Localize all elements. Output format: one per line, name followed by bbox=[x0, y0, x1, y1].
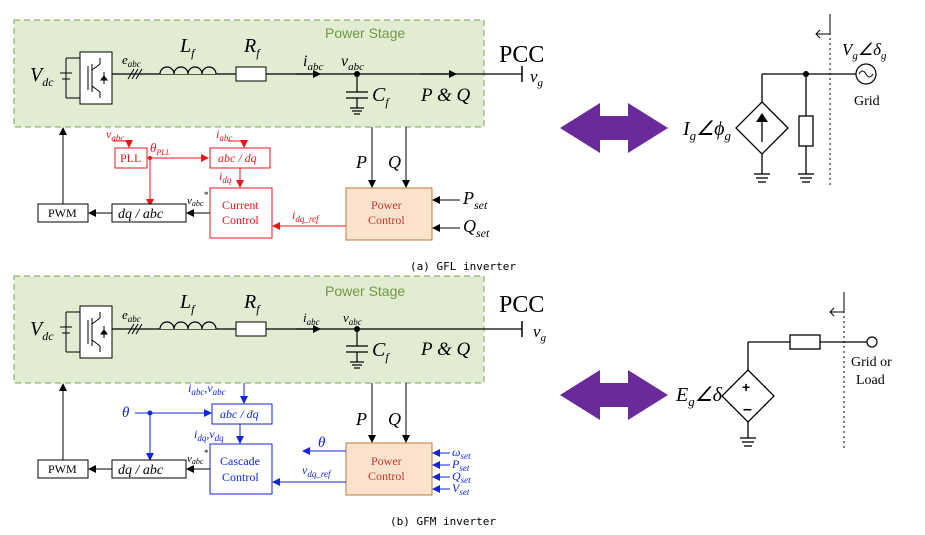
gfl-pset-label: Pset bbox=[462, 188, 488, 212]
gfm-vg-label: vg bbox=[533, 322, 547, 344]
gfl-abcdq-input-label: iabc bbox=[216, 127, 232, 143]
gfl-vabc-label: vabc bbox=[341, 53, 364, 73]
gfm-q-label: Q bbox=[388, 409, 401, 429]
gfm-load-label: Load bbox=[856, 373, 885, 388]
gfm-pwm-label: PWM bbox=[48, 462, 77, 476]
gfm-power-control-line1: Power bbox=[371, 454, 402, 468]
gfl-theta-pll-label: θPLL bbox=[150, 140, 171, 157]
gfm-vdc-label: Vdc bbox=[30, 318, 54, 343]
gfl-resistor bbox=[235, 66, 267, 82]
gfl-pwm-label: PWM bbox=[48, 206, 77, 220]
gfm-pcc-label: PCC bbox=[499, 292, 544, 318]
gfl-grid-voltage-label: Vg∠δg bbox=[842, 40, 887, 62]
gfm-cascade-control-line1: Cascade bbox=[220, 454, 260, 468]
gfl-rf-label: Rf bbox=[243, 35, 261, 60]
gfm-idq-vdq-label: idq,vdq bbox=[194, 427, 224, 443]
gfl-lf-label: Lf bbox=[179, 35, 196, 60]
gfl-vabc-star-label: vabc* bbox=[187, 190, 208, 208]
svg-text:–: – bbox=[743, 401, 752, 418]
gfl-idq-ref-label: idq_ref bbox=[292, 208, 320, 224]
gfm-p-label: P bbox=[355, 409, 367, 429]
gfl-power-control-line2: Control bbox=[368, 213, 405, 227]
gfm-power-stage-label: Power Stage bbox=[325, 283, 405, 299]
gfl-power-control-line1: Power bbox=[371, 198, 402, 212]
gfl-inductor bbox=[159, 66, 217, 75]
gfl-q-label: Q bbox=[388, 152, 401, 172]
gfm-power-control-block bbox=[345, 442, 433, 496]
gfm-caption: (b) GFM inverter bbox=[390, 515, 496, 528]
gfl-double-arrow-icon bbox=[560, 103, 668, 153]
gfm-capacitor bbox=[346, 329, 368, 369]
gfl-current-control-line2: Control bbox=[222, 213, 259, 227]
gfl-iabc-label: iabc bbox=[303, 53, 323, 73]
gfm-inverter-switch-icon bbox=[79, 305, 113, 359]
gfl-dqabc-label: dq / abc bbox=[118, 207, 164, 222]
gfm-qset-label: Qset bbox=[452, 469, 471, 485]
gfm-equivalent-circuit: Eg∠δ + – Grid or Load bbox=[560, 292, 892, 450]
gfm-pq-label: P & Q bbox=[420, 339, 471, 360]
gfl-equivalent-circuit: Ig∠ϕg Vg∠δg Grid bbox=[560, 14, 887, 186]
gfm-abcdq-block bbox=[211, 403, 273, 425]
gfm-grid-terminal-icon bbox=[866, 336, 878, 348]
gfl-capacitor bbox=[346, 74, 368, 115]
gfl-pll-input-label: vabc bbox=[106, 127, 124, 143]
gfl-pcc-label: PCC bbox=[499, 42, 544, 68]
gfl-pq-label: P & Q bbox=[420, 85, 471, 106]
gfl-diagram: Power Stage Vdc bbox=[13, 19, 544, 273]
gfl-pcc-marker-icon bbox=[816, 14, 831, 35]
gfl-inverter-switch-icon bbox=[79, 51, 113, 105]
gfm-rf-label: Rf bbox=[243, 291, 261, 316]
gfm-power-control-line2: Control bbox=[368, 469, 405, 483]
gfm-theta-out-label: θ bbox=[318, 435, 326, 451]
gfl-vg-label: vg bbox=[530, 67, 544, 89]
gfl-eabc-label: eabc bbox=[122, 52, 141, 69]
gfm-inductor bbox=[159, 321, 217, 330]
gfm-abcdq-label: abc / dq bbox=[220, 407, 259, 421]
gfm-double-arrow-icon bbox=[560, 370, 668, 420]
gfl-grid-label: Grid bbox=[854, 94, 880, 109]
gfl-pll-label: PLL bbox=[120, 151, 141, 165]
gfm-pset-label: Pset bbox=[451, 457, 470, 473]
gfm-dc-source bbox=[60, 311, 80, 353]
gfm-theta-label: θ bbox=[122, 405, 130, 421]
gfm-omega-set-label: ωset bbox=[452, 445, 471, 461]
gfm-abcdq-input-label: iabc,vabc bbox=[188, 381, 226, 397]
gfl-power-control-block bbox=[345, 187, 433, 241]
gfl-vdc-label: Vdc bbox=[30, 64, 54, 89]
gfl-current-control-line1: Current bbox=[222, 198, 259, 212]
gfm-lf-label: Lf bbox=[179, 291, 196, 316]
gfm-eabc-label: eabc bbox=[122, 307, 141, 324]
gfl-dc-source bbox=[60, 57, 80, 99]
gfm-cf-label: Cf bbox=[372, 339, 390, 364]
gfm-iabc-label: iabc bbox=[303, 310, 320, 327]
svg-text:+: + bbox=[742, 379, 750, 395]
gfm-voltage-source-label: Eg∠δ bbox=[675, 384, 723, 409]
gfm-pcc-marker-icon bbox=[830, 292, 845, 313]
gfl-three-phase-mark bbox=[127, 68, 143, 80]
gfl-qset-label: Qset bbox=[463, 216, 490, 240]
gfl-power-stage-label: Power Stage bbox=[325, 25, 405, 41]
gfm-vabc-label: vabc bbox=[343, 310, 362, 327]
gfl-p-label: P bbox=[355, 152, 367, 172]
gfl-caption: (a) GFL inverter bbox=[410, 260, 516, 273]
gfm-grid-or-label: Grid or bbox=[851, 355, 892, 370]
gfl-idq-label: idq bbox=[219, 169, 232, 185]
gfm-vdq-ref-label: vdq_ref bbox=[302, 463, 332, 479]
gfl-abcdq-label: abc / dq bbox=[218, 151, 257, 165]
gfm-cascade-control-line2: Control bbox=[222, 470, 259, 484]
gfm-vabc-star-label: vabc* bbox=[187, 448, 208, 466]
gfm-vset-label: Vset bbox=[452, 481, 470, 497]
gfm-diagram: Power Stage Vdc eabc Lf bbox=[13, 275, 547, 528]
gfl-current-source-label: Ig∠ϕg bbox=[682, 118, 731, 143]
gfm-cascade-control-block bbox=[209, 443, 273, 495]
gfm-resistor bbox=[235, 321, 267, 337]
gfm-three-phase-mark bbox=[127, 323, 143, 335]
gfm-dqabc-label: dq / abc bbox=[118, 463, 164, 478]
gfl-cf-label: Cf bbox=[372, 84, 390, 109]
